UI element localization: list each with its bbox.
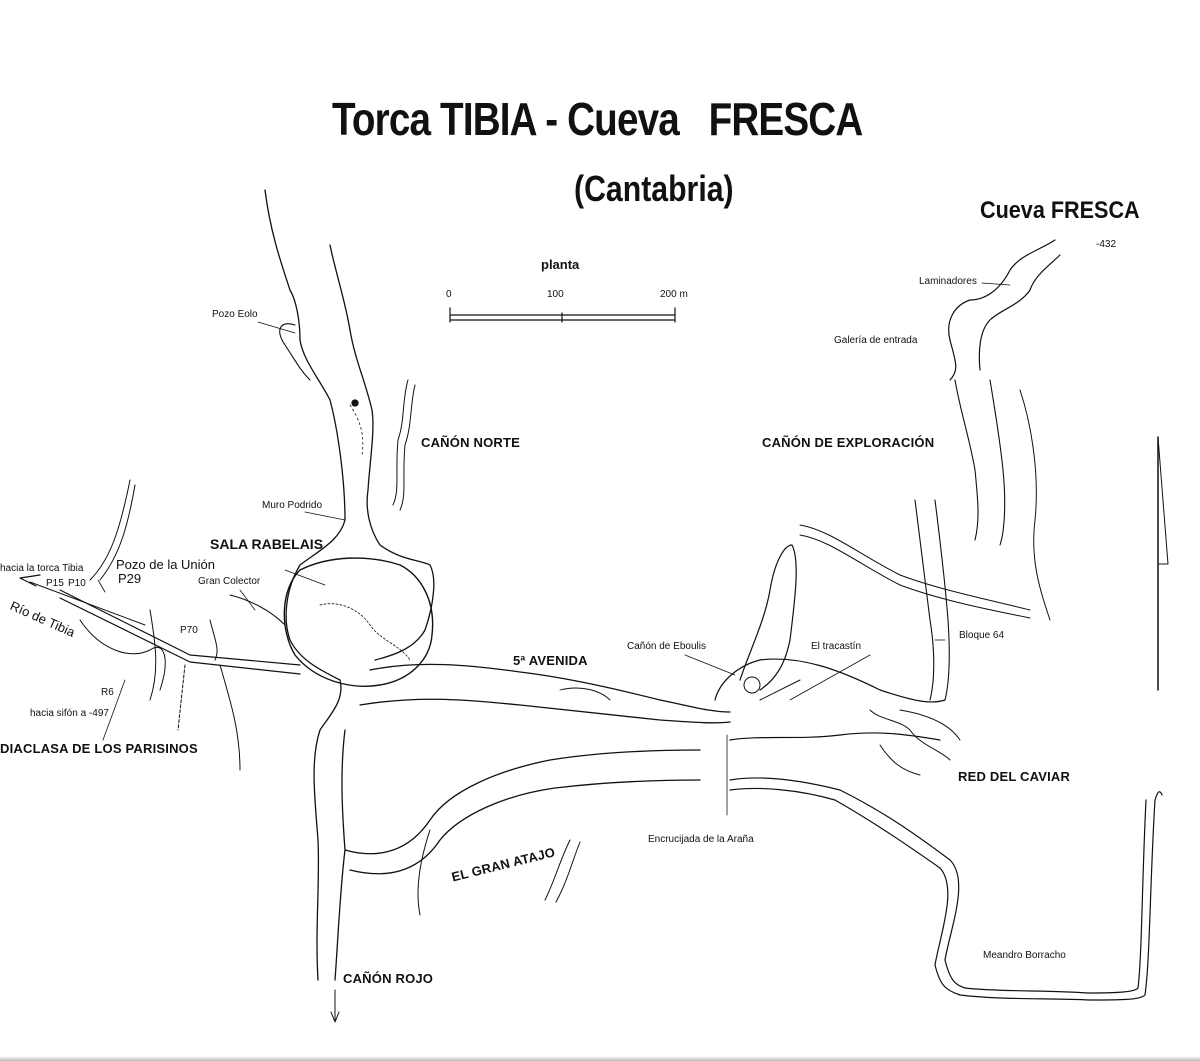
scale-tick-100: 100 — [547, 289, 564, 300]
label-meandro-borracho: Meandro Borracho — [983, 950, 1066, 961]
quinta-avenida-gallery — [359, 663, 731, 724]
scale-tick-200: 200 m — [660, 289, 688, 300]
label-bloque-64: Bloque 64 — [959, 630, 1005, 641]
sala-rabelais-chamber — [283, 557, 434, 687]
label-muro-podrido: Muro Podrido — [262, 500, 323, 511]
canon-norte-passage — [264, 189, 435, 731]
encrucijada-complex — [714, 544, 960, 966]
scale-title: planta — [541, 257, 580, 272]
label-el-tracastin: El tracastín — [811, 641, 862, 652]
rio-de-tibia-passages — [19, 479, 301, 771]
red-del-caviar-passages — [869, 709, 961, 776]
gran-atajo-passage — [344, 749, 701, 916]
section-diaclasa-parisinos: DIACLASA DE LOS PARISINOS — [0, 741, 198, 756]
cueva-fresca-passages — [799, 239, 1061, 701]
label-p70: P70 — [180, 625, 198, 636]
scale-tick-0: 0 — [446, 289, 452, 300]
section-canon-norte: CAÑÓN NORTE — [421, 435, 520, 450]
section-red-del-caviar: RED DEL CAVIAR — [958, 769, 1071, 784]
label-hacia-torca-tibia: hacia la torca Tibia — [0, 563, 84, 574]
label-gran-colector: Gran Colector — [198, 576, 261, 587]
label-canon-eboulis: Cañón de Eboulis — [627, 641, 706, 652]
label-hacia-sifon: hacia sifón a -497 — [30, 708, 109, 719]
label-pozo-eolo: Pozo Eolo — [212, 309, 258, 320]
label-galeria-entrada: Galería de entrada — [834, 335, 918, 346]
map-title: Torca TIBIA - Cueva FRESCA — [332, 93, 863, 145]
section-canon-rojo: CAÑÓN ROJO — [343, 971, 434, 986]
section-canon-exploracion: CAÑÓN DE EXPLORACIÓN — [762, 435, 935, 450]
page-edge — [0, 1056, 1200, 1061]
depth-label: -432 — [1096, 239, 1117, 250]
scale-bar — [449, 307, 676, 323]
label-pozo-union: Pozo de la Unión — [116, 557, 216, 572]
label-laminadores: Laminadores — [919, 276, 977, 287]
label-r6: R6 — [101, 687, 114, 698]
label-p10: P10 — [68, 578, 86, 589]
north-arrow-icon — [1157, 436, 1169, 691]
section-quinta-avenida: 5ª AVENIDA — [513, 653, 588, 668]
meandro-borracho-passage — [934, 791, 1163, 1001]
label-encrucijada: Encrucijada de la Araña — [648, 834, 754, 845]
section-sala-rabelais: SALA RABELAIS — [210, 536, 324, 552]
cueva-fresca-title: Cueva FRESCA — [980, 197, 1140, 224]
label-p15: P15 — [46, 578, 64, 589]
label-p29: P29 — [118, 571, 142, 586]
canon-rojo-passage — [313, 729, 346, 1023]
leader-lines — [97, 282, 1011, 816]
map-subtitle: (Cantabria) — [574, 168, 734, 209]
